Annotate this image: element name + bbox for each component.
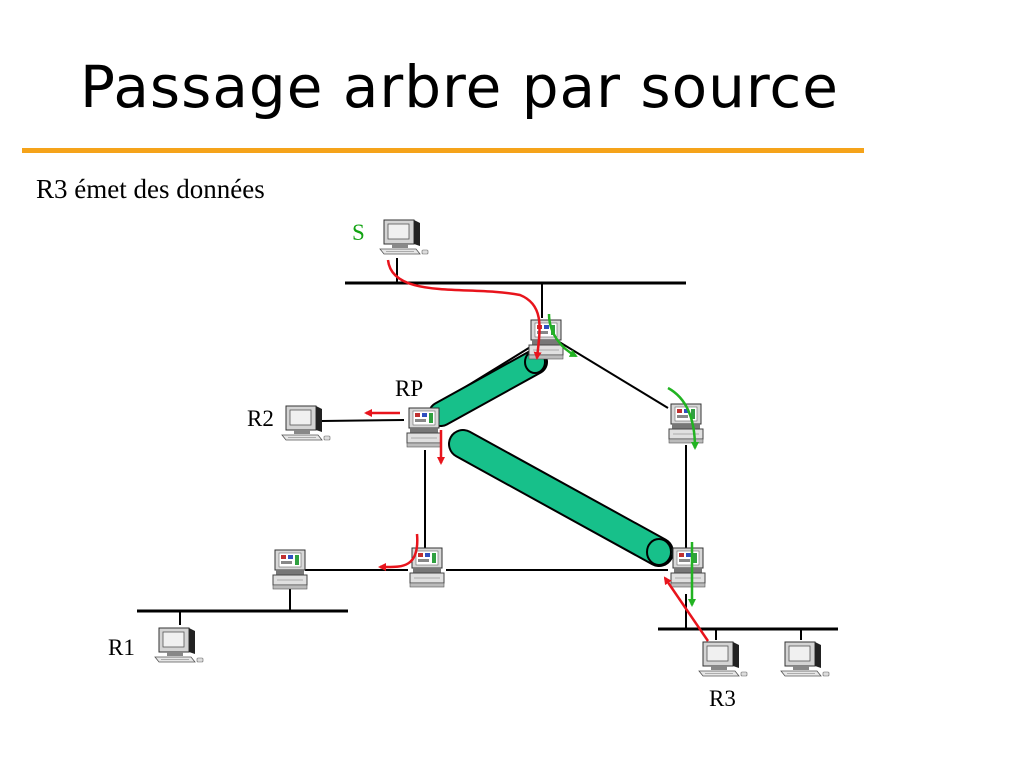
title-underline	[22, 148, 864, 153]
router-icon[interactable]	[668, 403, 704, 444]
router-icon[interactable]	[670, 547, 706, 588]
computer-icon[interactable]	[780, 641, 830, 677]
computer-icon[interactable]	[698, 641, 748, 677]
r3-label: R3	[709, 686, 736, 711]
slide-subtitle: R3 émet des données	[36, 174, 265, 204]
red-flow-arrows	[364, 259, 710, 642]
r2-label: R2	[247, 406, 274, 431]
source-label: S	[352, 220, 365, 245]
computer-icon[interactable]	[281, 405, 331, 441]
r1-label: R1	[108, 635, 135, 660]
router-icon[interactable]	[406, 407, 442, 448]
green-flow-arrows	[547, 313, 699, 607]
router-icon[interactable]	[272, 549, 308, 590]
computer-icon[interactable]	[379, 219, 429, 255]
rp-label: RP	[395, 376, 423, 401]
slide-title: Passage arbre par source	[80, 53, 839, 121]
rp-tunnel-lower	[448, 429, 674, 567]
computer-icon[interactable]	[154, 627, 204, 663]
rp-tunnel-upper	[428, 349, 548, 427]
